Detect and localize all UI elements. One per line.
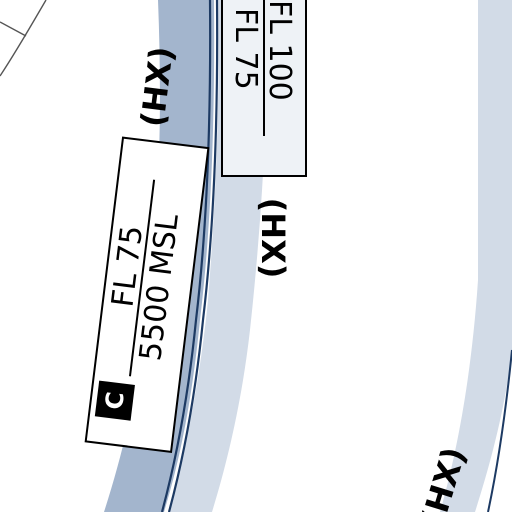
- class-badge: [94, 380, 135, 421]
- airspace-label-lower: FL 75 5500 MSL C: [84, 136, 210, 453]
- range-ring-arc: [0, 0, 47, 77]
- range-ring-tick: [0, 21, 27, 37]
- upper-floor-label: FL 75: [228, 8, 263, 90]
- airspace-boundary-line-inner: [167, 0, 219, 512]
- upper-ceiling-label: FL 100: [262, 0, 297, 101]
- lower-label-divider: [128, 179, 156, 377]
- airspace-label-lower-box: [84, 136, 210, 453]
- airspace-boundary-line: [160, 0, 212, 512]
- outer-airspace-band: [440, 0, 512, 512]
- outer-boundary-line: [487, 349, 512, 512]
- airspace-label-upper: FL 100 FL 75: [221, 0, 307, 177]
- hx-label-middle: (HX): [254, 198, 292, 279]
- class-badge-letter: C: [100, 390, 130, 411]
